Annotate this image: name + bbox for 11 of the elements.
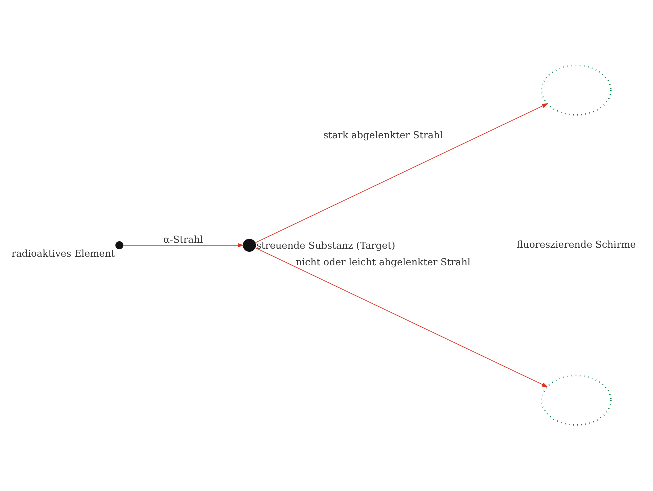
node-circle bbox=[116, 241, 124, 250]
edge-label: stark abgelenkter Strahl bbox=[324, 130, 444, 142]
node-circle bbox=[243, 238, 256, 252]
arrow bbox=[255, 104, 548, 244]
arrow bbox=[255, 248, 548, 388]
label: fluoreszierende Schirme bbox=[516, 240, 636, 252]
node-label: radioaktives Element bbox=[12, 248, 116, 260]
arrow bbox=[123, 243, 244, 248]
edge-label: α-Strahl bbox=[164, 234, 204, 246]
node-label: streuende Substanz (Target) bbox=[256, 241, 396, 252]
edge-label: nicht oder leicht abgelenkter Strahl bbox=[296, 258, 471, 269]
